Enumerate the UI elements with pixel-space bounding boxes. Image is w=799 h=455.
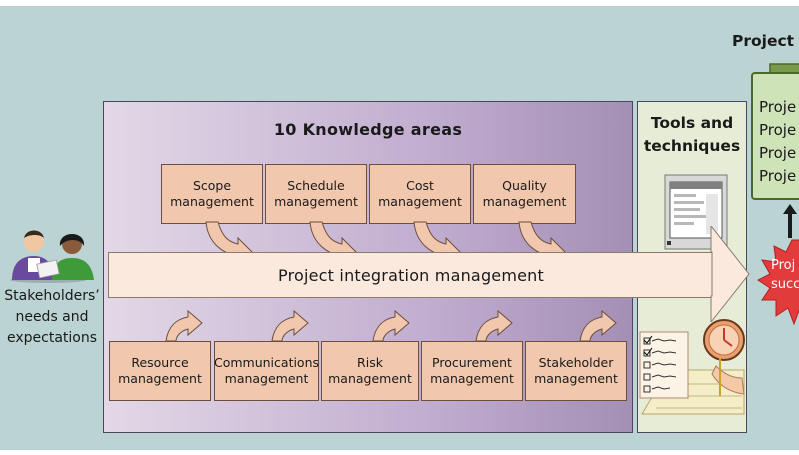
portfolio-item: Proje: [759, 121, 797, 139]
resource-connector-arrow: [165, 310, 203, 342]
success-burst-icon: [757, 239, 799, 326]
communications-management-box: Communications management: [214, 341, 319, 401]
portfolio-item: Proje: [759, 167, 797, 185]
schedule-management-box: Schedule management: [265, 164, 367, 224]
risk-management-box: Risk management: [321, 341, 419, 401]
procurement-management-box: Procurement management: [421, 341, 523, 401]
stakeholders-people-icon: [10, 230, 94, 283]
success-burst-text: Proj succ: [771, 258, 799, 292]
stakeholder-management-box: Stakeholder management: [525, 341, 627, 401]
communications-connector-arrow: [271, 310, 309, 342]
tools-techniques-title: Tools and techniques: [643, 114, 741, 155]
up-arrow-icon: [783, 204, 797, 238]
checklist-clock-icon: [639, 319, 745, 415]
knowledge-areas-title: 10 Knowledge areas: [273, 120, 463, 139]
stakeholders-label: Stakeholders’ needs and expectations: [4, 288, 100, 346]
stakeholder-connector-arrow: [579, 310, 617, 342]
cost-management-box: Cost management: [369, 164, 471, 224]
risk-connector-arrow: [372, 310, 410, 342]
portfolio-item: Proje: [759, 144, 797, 162]
integration-arrowhead: [710, 226, 750, 322]
integration-management-bar: Project integration management: [108, 252, 713, 298]
procurement-connector-arrow: [475, 310, 513, 342]
resource-management-box: Resource management: [109, 341, 211, 401]
project-portfolio-label: Project p: [732, 32, 799, 50]
quality-management-box: Quality management: [473, 164, 576, 224]
project-portfolio-case: Proje Proje Proje Proje: [751, 72, 799, 200]
computer-screen-icon: [664, 174, 728, 250]
portfolio-item: Proje: [759, 98, 797, 116]
